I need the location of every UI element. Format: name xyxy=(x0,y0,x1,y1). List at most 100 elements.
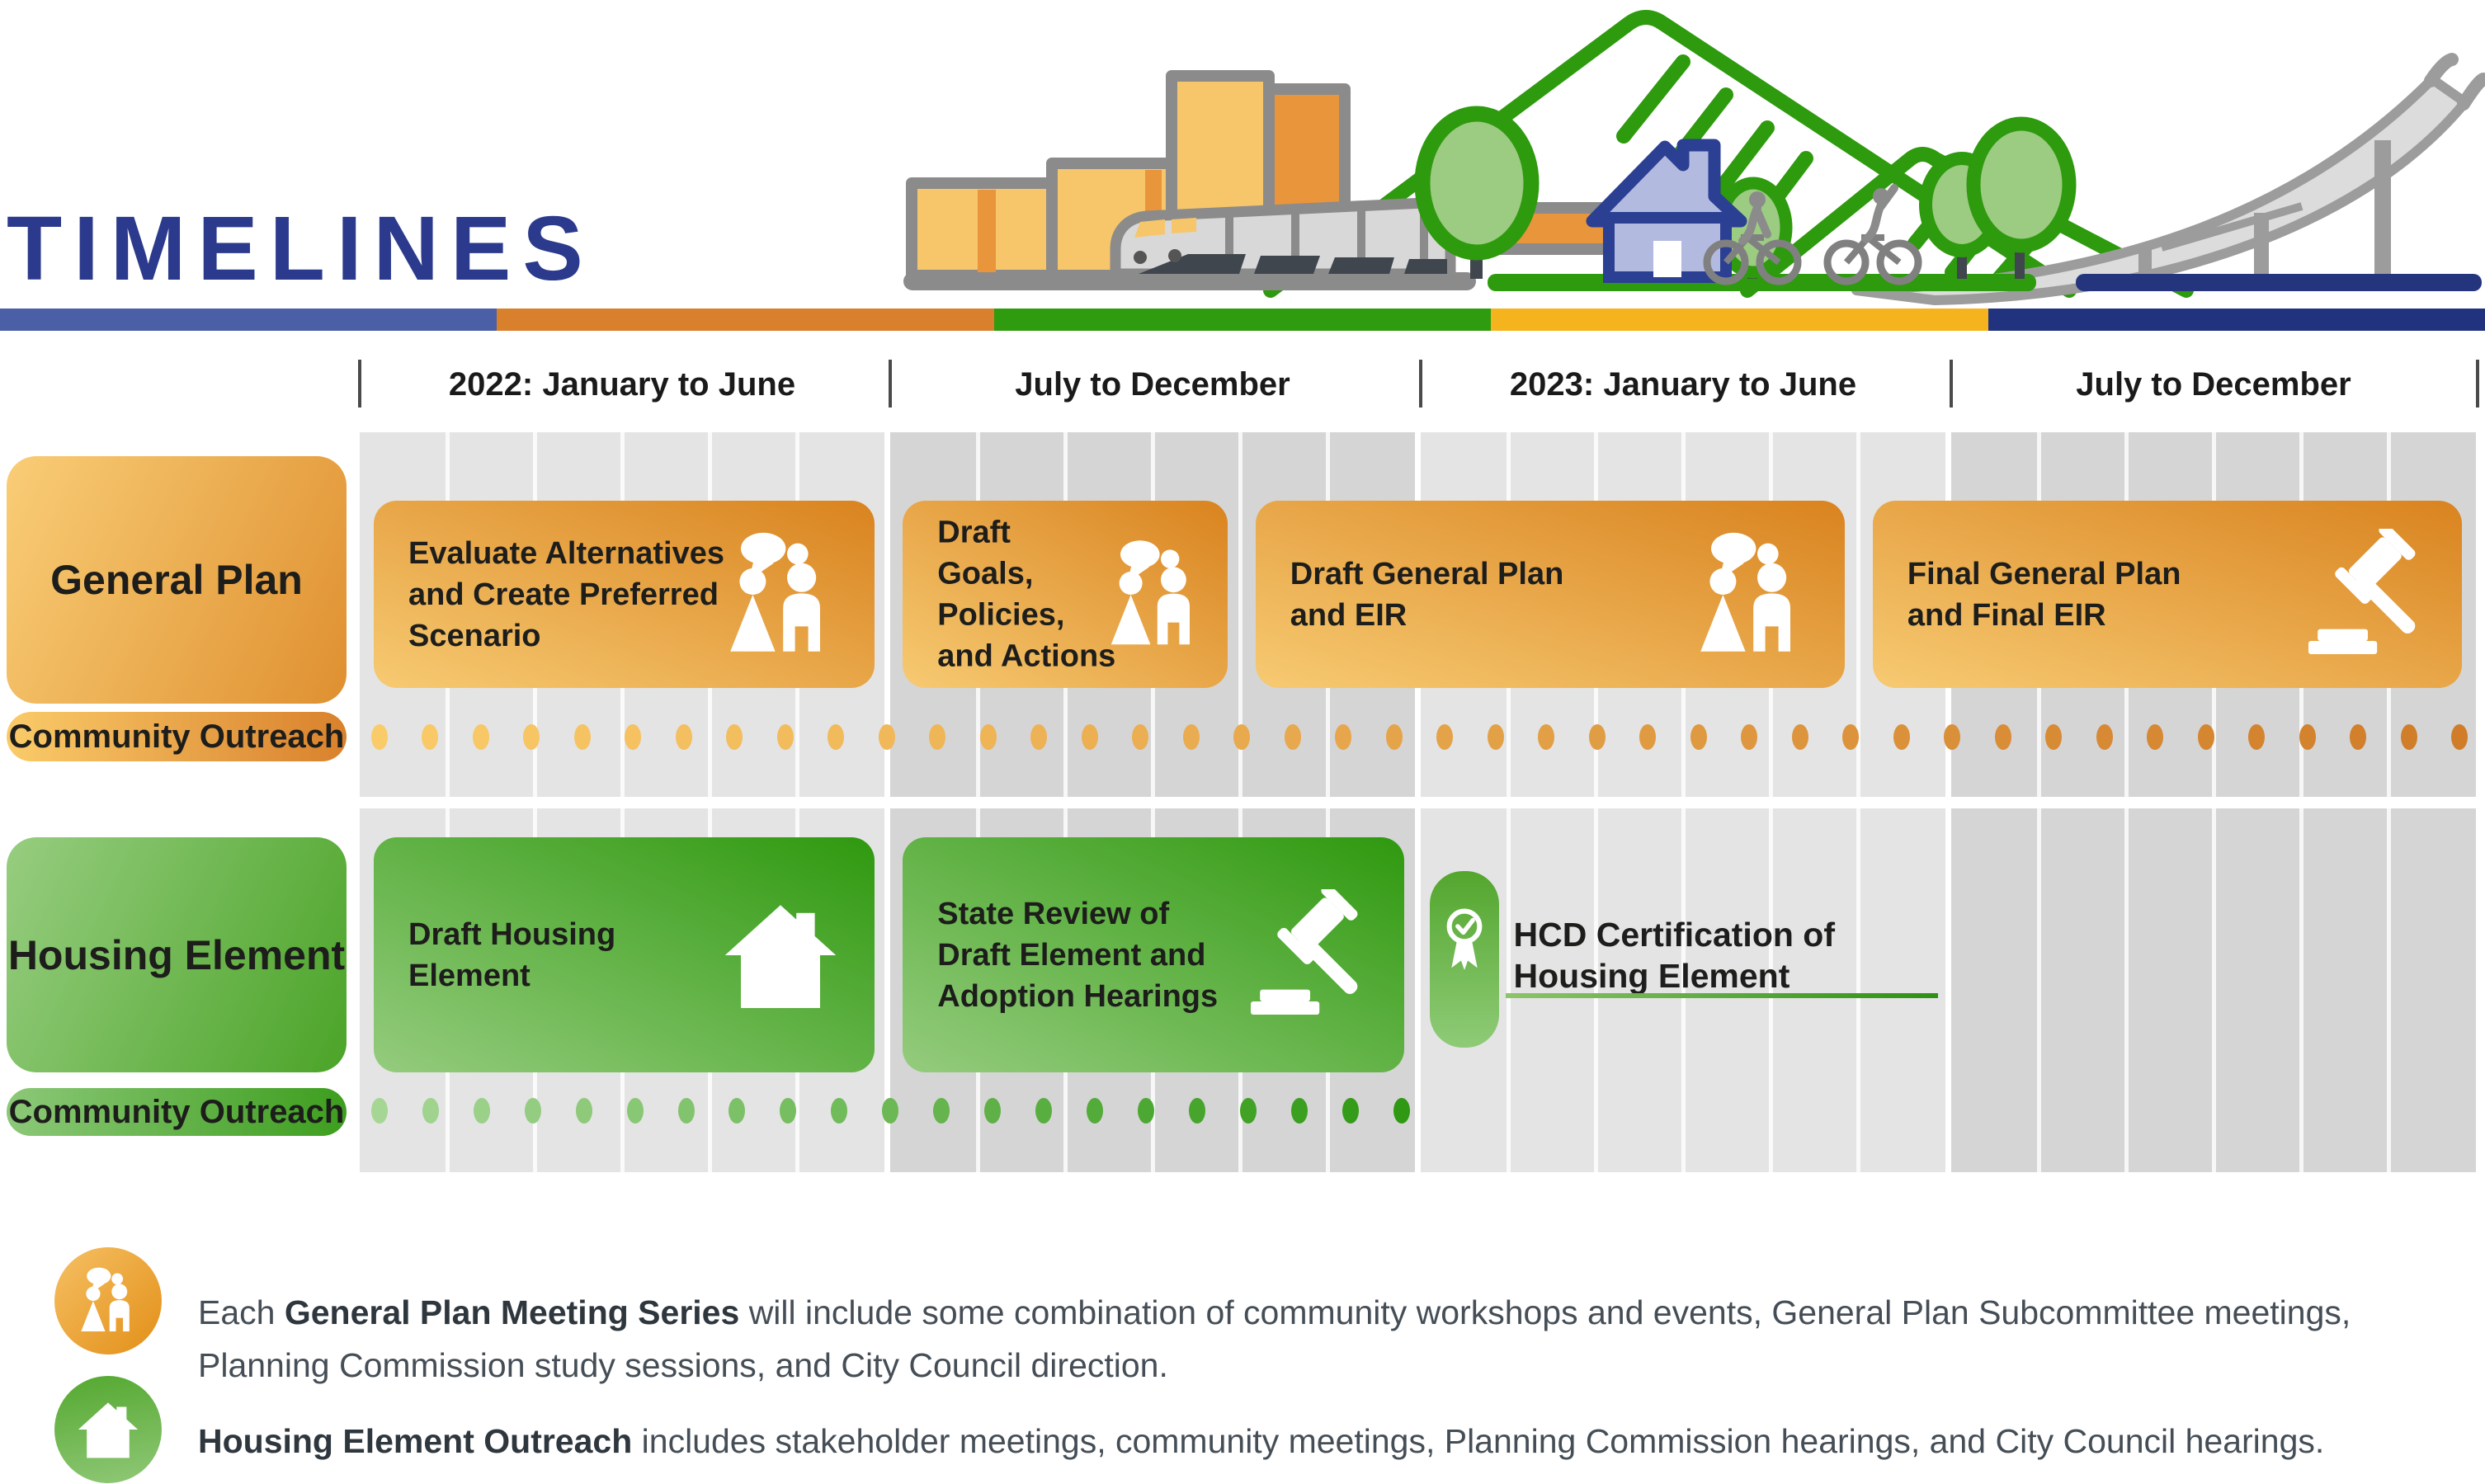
outreach-dot xyxy=(2045,724,2063,750)
outreach-dot xyxy=(2451,724,2468,750)
outreach-dot xyxy=(575,1098,592,1124)
outreach-dot xyxy=(1893,724,1910,750)
period-tick xyxy=(358,360,361,408)
stripe-segment xyxy=(1491,309,1988,331)
outreach-dot xyxy=(1588,724,1606,750)
outreach-dot xyxy=(2400,724,2417,750)
timeline-task-box: Draft Housing Element xyxy=(374,837,875,1072)
month-divider xyxy=(1238,432,1242,797)
period-tick xyxy=(1419,360,1422,408)
milestone-pill xyxy=(1429,871,1499,1048)
outreach-dot xyxy=(1639,724,1657,750)
housing-element-track: Draft Housing Element State Review of Dra… xyxy=(360,808,2476,1172)
cyclists-icon xyxy=(1703,184,1922,285)
month-divider xyxy=(2124,808,2129,1172)
house-icon xyxy=(1586,139,1747,283)
outreach-dot xyxy=(1137,1098,1154,1124)
outreach-dot xyxy=(776,724,794,750)
outreach-dot xyxy=(1791,724,1808,750)
row-header-housing-element: Housing Element xyxy=(7,837,347,1072)
timeline-task-box: Draft Goals, Policies, and Actions xyxy=(903,501,1228,688)
train-icon xyxy=(1110,197,1456,280)
general-plan-track: Evaluate Alternatives and Create Preferr… xyxy=(360,432,2476,797)
stripe-segment xyxy=(497,309,994,331)
hills-icon xyxy=(1263,10,2194,298)
outreach-dot xyxy=(933,1098,950,1124)
task-label: Final General Plan and Final EIR xyxy=(1907,556,2181,633)
outreach-dot xyxy=(1385,724,1403,750)
outreach-dot xyxy=(1487,724,1504,750)
outreach-dot xyxy=(2197,724,2214,750)
month-divider xyxy=(2212,808,2216,1172)
outreach-dot xyxy=(2350,724,2367,750)
task-label: Draft Housing Element xyxy=(408,916,616,993)
stripe-segment xyxy=(0,309,497,331)
period-label: July to December xyxy=(1015,365,1290,403)
timeline-task-box: State Review of Draft Element and Adopti… xyxy=(903,837,1404,1072)
outreach-dot xyxy=(371,1098,388,1124)
outreach-dot xyxy=(473,1098,490,1124)
outreach-dot xyxy=(878,724,895,750)
period-column xyxy=(1421,808,1945,1172)
outreach-dot xyxy=(1436,724,1454,750)
outreach-dot xyxy=(1342,1098,1359,1124)
outreach-dot xyxy=(1690,724,1707,750)
people-icon xyxy=(714,529,846,661)
ribbon-icon xyxy=(1436,893,1492,992)
month-divider xyxy=(1681,808,1686,1172)
stripe-segment xyxy=(1988,309,2485,331)
timeline-task-box: Final General Plan and Final EIR xyxy=(1872,501,2462,688)
people-icon xyxy=(54,1247,162,1354)
month-divider xyxy=(2387,808,2391,1172)
period-tick xyxy=(889,360,892,408)
outreach-dot xyxy=(984,1098,1002,1124)
period-column xyxy=(1951,808,2476,1172)
task-label: Draft Goals, Policies, and Actions xyxy=(937,515,1116,674)
legend-text-housing-element: Housing Element Outreach includes stakeh… xyxy=(198,1422,2325,1460)
outreach-dot xyxy=(371,724,388,750)
outreach-dot xyxy=(1233,724,1251,750)
task-label: State Review of Draft Element and Adopti… xyxy=(937,896,1219,1014)
outreach-dot xyxy=(1239,1098,1257,1124)
house-icon xyxy=(714,889,846,1021)
row-header-general-plan: General Plan xyxy=(7,456,347,704)
task-label: Evaluate Alternatives and Create Preferr… xyxy=(408,535,724,653)
outreach-dot xyxy=(1538,724,1555,750)
outreach-dot xyxy=(831,1098,848,1124)
legend-text-general-plan: Each General Plan Meeting Series will in… xyxy=(198,1293,2351,1384)
outreach-dot xyxy=(1086,1098,1103,1124)
outreach-dot xyxy=(2248,724,2266,750)
task-label: Draft General Plan and EIR xyxy=(1290,556,1564,633)
outreach-dot xyxy=(1842,724,1860,750)
outreach-dot xyxy=(1284,724,1301,750)
outreach-dot xyxy=(979,724,997,750)
page-title: TIMELINES xyxy=(7,198,595,299)
outreach-dot xyxy=(1994,724,2011,750)
outreach-dot xyxy=(1081,724,1098,750)
period-tick xyxy=(1950,360,1953,408)
community-outreach-pill-general-plan: Community Outreach xyxy=(7,712,347,761)
gavel-icon xyxy=(1244,889,1376,1021)
outreach-dot xyxy=(1030,724,1048,750)
outreach-dot xyxy=(780,1098,797,1124)
timeline-task-box: Draft General Plan and EIR xyxy=(1255,501,1845,688)
outreach-dot xyxy=(1035,1098,1053,1124)
outreach-dot xyxy=(2096,724,2113,750)
period-label: 2023: January to June xyxy=(1509,365,1857,403)
outreach-dot xyxy=(1188,1098,1205,1124)
outreach-dot xyxy=(1393,1098,1410,1124)
timeline-task-box: Evaluate Alternatives and Create Preferr… xyxy=(374,501,875,688)
month-divider xyxy=(1856,432,1860,797)
period-label: July to December xyxy=(2076,365,2351,403)
outreach-dot xyxy=(422,724,439,750)
outreach-dot xyxy=(1290,1098,1308,1124)
house-icon xyxy=(54,1376,162,1483)
period-tick xyxy=(2476,360,2479,408)
tree-icon xyxy=(1414,106,2077,279)
outreach-dot xyxy=(1944,724,1961,750)
outreach-dot xyxy=(626,1098,644,1124)
month-divider xyxy=(1769,808,1773,1172)
title-underline-stripe xyxy=(0,309,2485,331)
outreach-dot xyxy=(524,1098,541,1124)
